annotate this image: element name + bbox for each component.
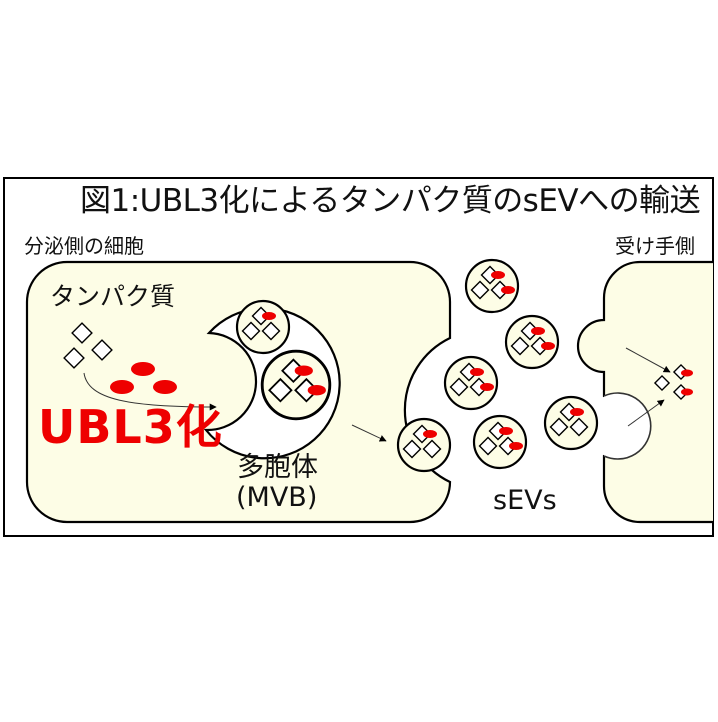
receiving-cell-label: 受け手側 — [615, 234, 695, 258]
ubl3-pathway-arrow — [83, 372, 217, 411]
sev-particle — [543, 395, 599, 451]
sev-particle — [472, 414, 528, 470]
sev-particle — [464, 258, 520, 314]
uptake-arrow-endocytosis — [627, 399, 665, 427]
uptake-arrow-fusion — [625, 347, 671, 373]
endocytosis-cup — [603, 392, 652, 460]
secreting-cell-label: 分泌側の細胞 — [24, 234, 144, 258]
mvb-label-en: (MVB) — [236, 482, 318, 513]
figure-title: 図1:UBL3化によるタンパク質のsEVへの輸送 — [80, 183, 701, 219]
sevs-label: sEVs — [493, 485, 557, 516]
ubl3-molecules — [110, 362, 177, 394]
received-proteins — [653, 363, 693, 401]
protein-label: タンパク質 — [50, 282, 176, 311]
mvb-intraluminal-vesicle-large — [260, 349, 332, 421]
protein-diamonds — [63, 322, 113, 369]
ubl3-modification-label: UBL3化 — [38, 400, 223, 454]
mvb-label-jp: 多胞体 — [237, 452, 318, 483]
sev-particle — [443, 355, 499, 411]
mvb-intraluminal-vesicle-small — [235, 299, 291, 355]
sev-particle — [504, 314, 560, 370]
secreting-cell — [25, 260, 452, 524]
secretion-arrow — [351, 424, 387, 442]
sev-particle — [396, 417, 452, 473]
